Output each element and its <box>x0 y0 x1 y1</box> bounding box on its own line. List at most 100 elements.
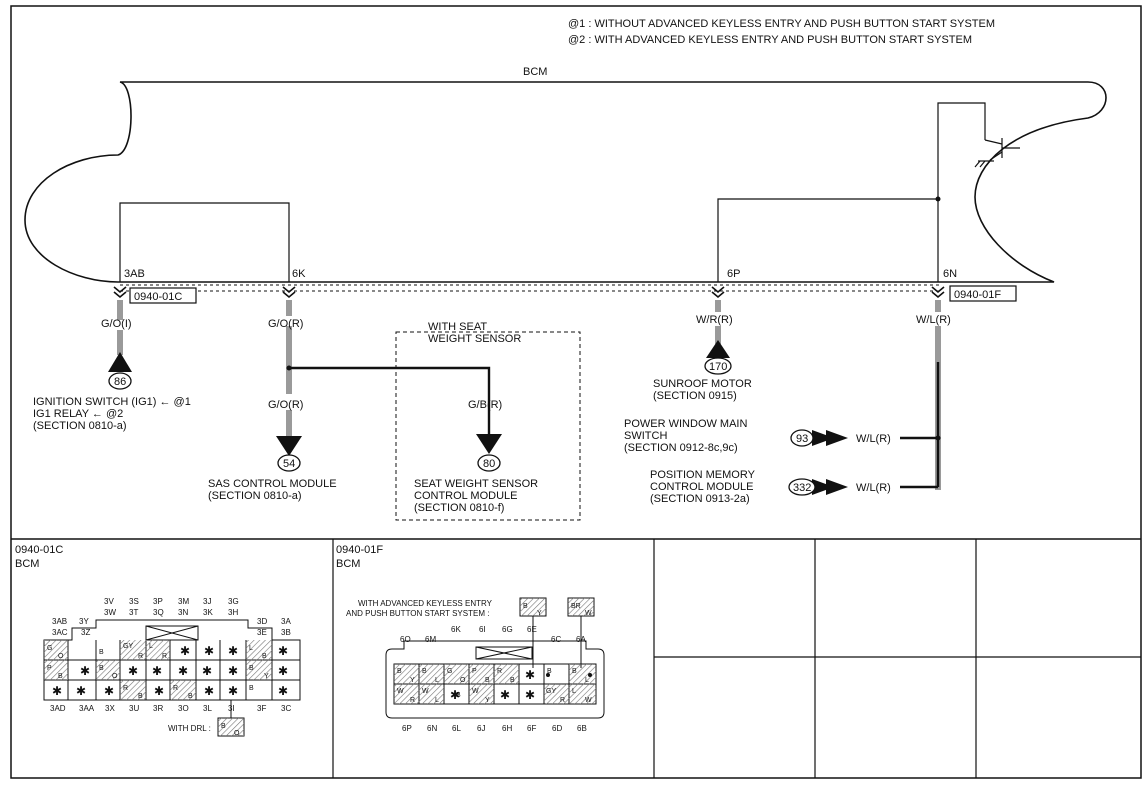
svg-text:✱: ✱ <box>104 684 114 698</box>
svg-text:O: O <box>58 653 64 660</box>
svg-text:L: L <box>585 677 589 684</box>
svg-text:✱: ✱ <box>228 644 238 658</box>
svg-text:✱: ✱ <box>278 664 288 678</box>
svg-text:G: G <box>447 668 452 675</box>
svg-text:3E: 3E <box>257 628 267 637</box>
seat-line-3: (SECTION 0810-f) <box>414 502 504 514</box>
svg-text:6D: 6D <box>552 724 562 733</box>
ign-label: IGNITION SWITCH (IG1) ← @1 <box>33 396 191 408</box>
seat-sensor-option-box <box>395 331 581 521</box>
svg-text:3Z: 3Z <box>81 628 90 637</box>
svg-text:3Q: 3Q <box>153 608 164 617</box>
connector-chevrons <box>113 286 945 299</box>
svg-text:✱: ✱ <box>228 664 238 678</box>
svg-text:GY: GY <box>123 643 133 650</box>
wire-label-6k-top: G/O(R) <box>268 318 303 330</box>
panel2-hatch <box>394 664 596 704</box>
svg-text:6B: 6B <box>577 724 587 733</box>
panel1-cell-letters: G O B GY R L R P B L B O R B R B B Y B B… <box>47 643 269 737</box>
junction-dot <box>935 196 941 202</box>
panel2-option-hatch <box>520 598 594 616</box>
ign-line-2-note: @2 <box>103 408 123 420</box>
panel2-name: BCM <box>336 558 360 570</box>
panel2-with-line-1: WITH ADVANCED KEYLESS ENTRY <box>358 599 493 608</box>
sas-line-2: (SECTION 0810-a) <box>208 490 302 502</box>
panel2-pin-dot-1 <box>546 673 550 677</box>
option-box-line-1: WITH SEAT <box>428 321 487 333</box>
svg-text:✱: ✱ <box>80 664 90 678</box>
svg-text:O: O <box>234 730 240 737</box>
svg-text:✱: ✱ <box>228 684 238 698</box>
panel1-code: 0940-01C <box>15 544 63 556</box>
connector-box-01f <box>949 285 1017 302</box>
svg-text:6O: 6O <box>400 635 411 644</box>
svg-text:3AA: 3AA <box>79 704 95 713</box>
sas-line-1: SAS CONTROL MODULE <box>208 478 337 490</box>
ref-pm: 332 <box>793 482 811 494</box>
svg-text:3R: 3R <box>153 704 163 713</box>
svg-text:6F: 6F <box>527 724 536 733</box>
svg-text:✱: ✱ <box>154 684 164 698</box>
legend-note-2: @2 : WITH ADVANCED KEYLESS ENTRY AND PUS… <box>568 34 972 46</box>
transistor-icon <box>974 138 1020 168</box>
svg-text:3T: 3T <box>129 608 138 617</box>
arrow-right-pm <box>812 479 848 495</box>
svg-text:3AB: 3AB <box>52 617 67 626</box>
panel1-stars: ✱ ✱ ✱ ✱ ✱ ✱ ✱ ✱ ✱ ✱ ✱ ✱ ✱ ✱ ✱ ✱ ✱ ✱ <box>52 644 288 698</box>
pwm-line-3: (SECTION 0912-8c,9c) <box>624 442 738 454</box>
svg-text:✱: ✱ <box>178 664 188 678</box>
svg-text:B: B <box>188 693 193 700</box>
svg-text:3D: 3D <box>257 617 267 626</box>
splice-dot-1 <box>286 365 292 371</box>
svg-text:R: R <box>560 697 565 704</box>
connector-code-01f: 0940-01F <box>954 289 1001 301</box>
svg-text:✱: ✱ <box>450 688 460 702</box>
panel2-cell-letters: B Y B L G O P B R B W R W L B W Y GY R B… <box>397 603 592 704</box>
panel2-top-labels: 6K 6I 6G 6E 6O 6M 6C 6A <box>400 625 586 644</box>
connector-code-01c: 0940-01C <box>134 291 182 303</box>
svg-text:3F: 3F <box>257 704 266 713</box>
ign-line-1: IGNITION SWITCH (IG1) <box>33 396 160 408</box>
svg-text:3N: 3N <box>178 608 188 617</box>
svg-text:3S: 3S <box>129 597 139 606</box>
ref-pwm: 93 <box>796 433 808 445</box>
svg-text:✱: ✱ <box>525 668 535 682</box>
svg-text:B: B <box>58 673 63 680</box>
outer-frame <box>10 5 1142 779</box>
svg-text:L: L <box>249 645 253 652</box>
svg-text:Y: Y <box>410 677 415 684</box>
svg-text:B: B <box>547 668 552 675</box>
ign-line-2-arrow: ← <box>92 408 103 420</box>
arrow-up-sunroof <box>706 340 730 358</box>
arrow-right-pw <box>812 430 848 446</box>
svg-text:W: W <box>585 610 592 617</box>
ref-seat: 80 <box>483 458 495 470</box>
arrow-down-sas <box>276 436 302 456</box>
svg-text:B: B <box>249 685 254 692</box>
ref-ign: 86 <box>114 376 126 388</box>
splice-dot-2 <box>935 435 941 441</box>
wire-label-pm: W/L(R) <box>856 482 891 494</box>
ref-sunroof: 170 <box>709 361 727 373</box>
wire-label-6k-bottom: G/O(R) <box>268 399 303 411</box>
seat-line-2: CONTROL MODULE <box>414 490 518 502</box>
svg-text:B: B <box>485 677 490 684</box>
svg-text:6J: 6J <box>477 724 485 733</box>
svg-text:B: B <box>249 665 254 672</box>
panel2-pin-dot-2 <box>588 673 592 677</box>
pm-line-2: CONTROL MODULE <box>650 481 754 493</box>
svg-text:O: O <box>460 677 466 684</box>
svg-text:6C: 6C <box>551 635 561 644</box>
svg-text:3G: 3G <box>228 597 239 606</box>
svg-text:✱: ✱ <box>52 684 62 698</box>
svg-text:P: P <box>47 665 52 672</box>
svg-text:✱: ✱ <box>76 684 86 698</box>
ign-line-1-note: @1 <box>171 396 191 408</box>
svg-text:R: R <box>138 653 143 660</box>
svg-text:3J: 3J <box>203 597 211 606</box>
svg-text:✱: ✱ <box>525 688 535 702</box>
svg-text:3X: 3X <box>105 704 115 713</box>
svg-text:R: R <box>123 685 128 692</box>
svg-text:3P: 3P <box>153 597 163 606</box>
